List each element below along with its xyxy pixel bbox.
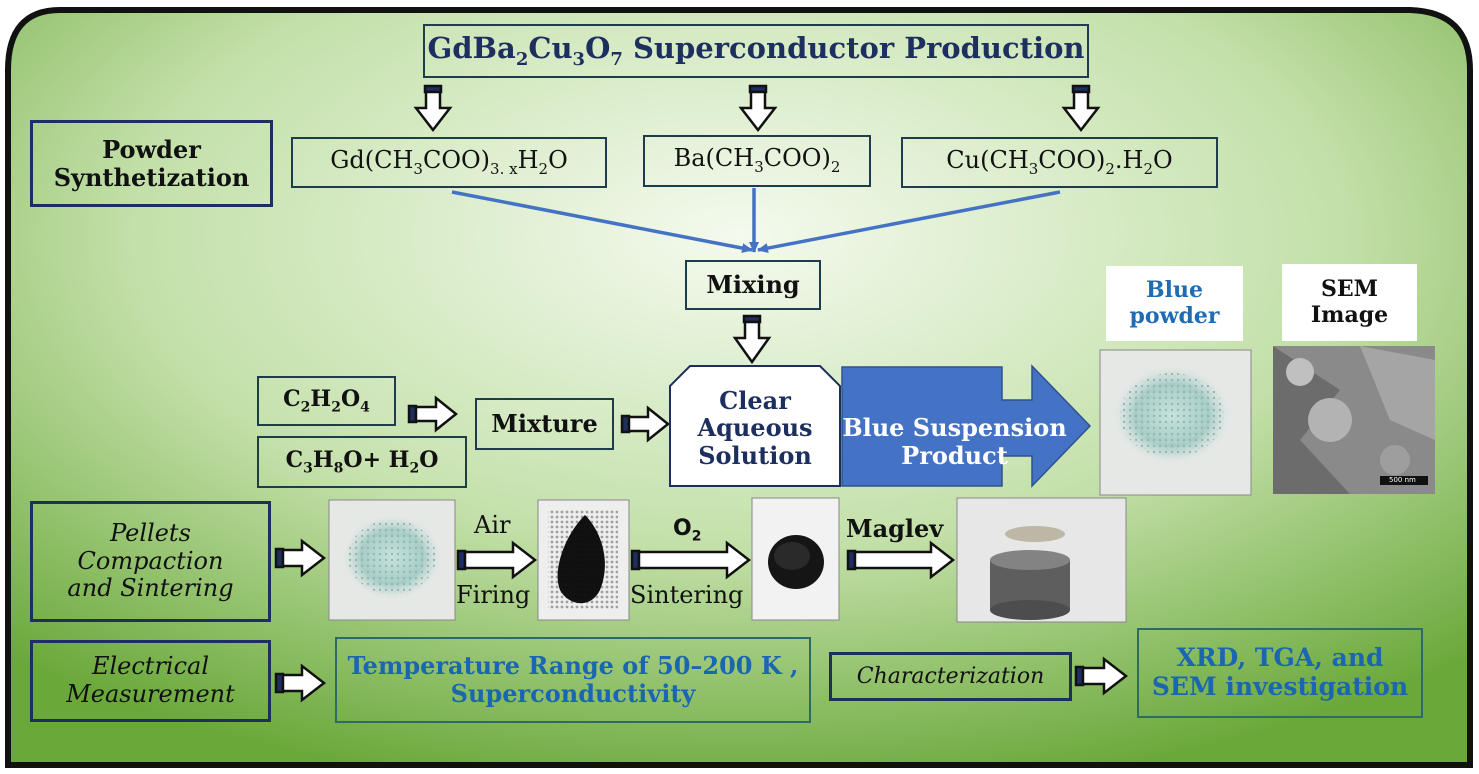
characterization-box: Characterization — [829, 652, 1072, 701]
firing-label: Firing — [456, 581, 531, 609]
down-arrow-2 — [738, 84, 778, 133]
right-arrow-mixture — [620, 405, 671, 443]
stage-powder-synthetization: Powder Synthetization — [30, 120, 273, 207]
right-arrow-pellets — [274, 538, 327, 578]
sem-line: Image — [1310, 301, 1389, 328]
suspension-line: Blue Suspension — [842, 413, 1067, 443]
characterization-label: Characterization — [856, 663, 1045, 689]
reagent-oxalic: C2H2O4 — [257, 376, 396, 426]
stage-pellets-compaction: Pellets Compaction and Sintering — [30, 501, 271, 622]
mixing-box: Mixing — [685, 260, 821, 310]
precursor-gd: Gd(CH3COO)3. xH2O — [291, 137, 607, 188]
stage-line: Pellets — [110, 519, 191, 548]
clear-solution-shape — [669, 365, 841, 487]
blue-powder-line: powder — [1129, 302, 1220, 329]
blue-powder-label: Blue powder — [1106, 266, 1243, 341]
right-arrow-maglev — [846, 540, 956, 580]
sem-line: SEM — [1320, 276, 1378, 303]
solution-line: Solution — [698, 440, 812, 470]
pellet-powder-photo — [328, 499, 456, 621]
clear-solution-label: Clear Aqueous Solution — [670, 372, 840, 484]
suspension-line: Product — [901, 441, 1008, 470]
blue-suspension-label: Blue Suspension Product — [842, 406, 1067, 478]
right-arrow-characterization — [1074, 656, 1129, 696]
right-arrow-air — [456, 540, 538, 580]
sem-scale-label: 500 nm — [1389, 476, 1416, 484]
title-text: GdBa2Cu3O7 Superconductor Production — [427, 30, 1085, 70]
stage-line: Compaction — [77, 546, 224, 575]
blue-powder-line: Blue — [1146, 277, 1203, 304]
flow-line-cu — [757, 190, 1061, 254]
temperature-line: Temperature Range of 50–200 K , — [347, 651, 799, 681]
precursor-cu: Cu(CH3COO)2.H2O — [901, 137, 1218, 188]
right-arrow-o2 — [630, 540, 752, 580]
down-arrow-mixing — [732, 314, 772, 365]
mixture-box: Mixture — [475, 398, 614, 450]
air-label: Air — [474, 511, 511, 539]
stage-electrical-measurement: Electrical Measurement — [30, 640, 271, 722]
sem-image-label: SEM Image — [1282, 264, 1417, 341]
mixing-label: Mixing — [706, 270, 800, 300]
blue-powder-photo — [1099, 349, 1252, 496]
temperature-line: Superconductivity — [450, 679, 696, 708]
flow-line-gd — [451, 190, 753, 254]
black-pellet-photo — [751, 497, 840, 621]
solution-line: Aqueous — [697, 413, 813, 443]
temperature-box: Temperature Range of 50–200 K , Supercon… — [335, 637, 811, 723]
stage-line: Electrical — [91, 652, 210, 681]
right-arrow-reagent — [407, 395, 459, 433]
reagent-propanol: C3H8O+ H2O — [257, 436, 467, 488]
black-powder-photo — [537, 499, 630, 621]
mixture-label: Mixture — [491, 409, 598, 439]
right-arrow-electrical — [274, 663, 327, 703]
sem-image-photo — [1273, 346, 1435, 494]
down-arrow-3 — [1061, 84, 1101, 133]
down-arrow-1 — [413, 84, 453, 133]
stage-line: Measurement — [66, 680, 235, 708]
xrd-line: XRD, TGA, and — [1176, 643, 1384, 673]
stage-line: Synthetization — [53, 162, 250, 192]
precursor-ba: Ba(CH3COO)2 — [643, 135, 871, 187]
page-title: GdBa2Cu3O7 Superconductor Production — [423, 24, 1089, 78]
sintering-label: Sintering — [630, 581, 744, 609]
maglev-photo — [956, 497, 1127, 623]
xrd-box: XRD, TGA, and SEM investigation — [1137, 628, 1423, 718]
o2-label: O2 — [673, 516, 702, 545]
blue-suspension-arrow — [841, 364, 1092, 488]
stage-line: Powder — [102, 134, 201, 164]
xrd-line: SEM investigation — [1151, 672, 1409, 701]
maglev-label: Maglev — [846, 514, 944, 543]
solution-line: Clear — [719, 385, 791, 415]
stage-line: and Sintering — [67, 574, 234, 603]
